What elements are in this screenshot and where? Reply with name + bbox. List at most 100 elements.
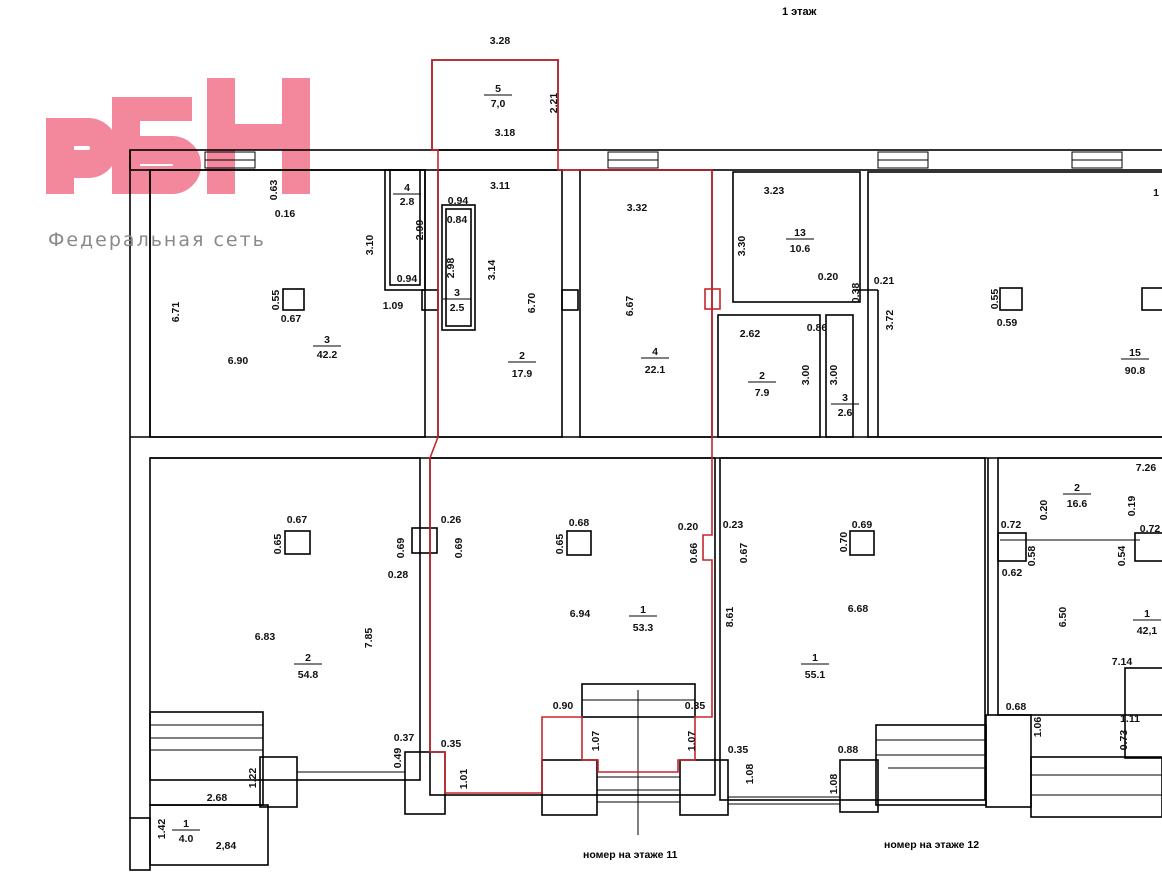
room-area: 7.9 <box>755 387 770 399</box>
dimension-label: 0.68 <box>1006 701 1027 713</box>
room-area: 90.8 <box>1125 365 1146 377</box>
dimension-label: 0.20 <box>678 521 699 533</box>
dimension-label: 3.72 <box>884 310 896 331</box>
dimension-label: 0.54 <box>1116 546 1128 567</box>
dimension-label: 1.06 <box>1032 717 1044 738</box>
room-number: 2 <box>1074 482 1080 494</box>
room-number: 3 <box>324 334 330 346</box>
dimension-label: 1.09 <box>383 300 404 312</box>
room-area: 2.6 <box>838 407 853 419</box>
dimension-label: 0.94 <box>448 195 469 207</box>
columns <box>282 287 1162 562</box>
dimension-label: 7.14 <box>1112 656 1133 668</box>
room-number: 2 <box>519 350 525 362</box>
room-area: 2.8 <box>400 196 415 208</box>
dimension-label: 2.68 <box>207 792 228 804</box>
dimension-label: 0.69 <box>453 538 465 559</box>
room-number: 1 <box>640 604 646 616</box>
dimension-label: 2.62 <box>740 328 761 340</box>
dimension-label: 0.58 <box>1026 546 1038 567</box>
dimension-label: 0.69 <box>395 538 407 559</box>
room-area: 22.1 <box>645 364 666 376</box>
dimension-label: 0.73 <box>1118 730 1130 751</box>
dimension-label: 6.50 <box>1057 607 1069 628</box>
room-number: 3 <box>842 392 848 404</box>
dimension-label: 0.65 <box>272 534 284 555</box>
dimension-label: 0.62 <box>1002 567 1023 579</box>
dimension-label: 0.35 <box>441 738 462 750</box>
dimension-label: 1.07 <box>686 731 698 752</box>
dimension-label: 0.55 <box>989 289 1001 310</box>
dimension-label: 1.08 <box>828 774 840 795</box>
room-area: 53.3 <box>633 622 654 634</box>
dimension-label: 6.90 <box>228 355 249 367</box>
dimension-label: 0.49 <box>392 748 404 769</box>
dimension-label: 1.07 <box>590 731 602 752</box>
dimension-label: 3.11 <box>490 180 510 192</box>
dimension-label: 0.90 <box>553 700 574 712</box>
room-area: 55.1 <box>805 669 826 681</box>
dimension-label: 3.32 <box>627 202 648 214</box>
dimension-label: 0.69 <box>852 519 873 531</box>
dimension-label: 7.85 <box>363 628 375 649</box>
highlighted-unit-outline <box>429 59 713 794</box>
dimension-label: 6.83 <box>255 631 276 643</box>
dimension-label: 7.26 <box>1136 462 1157 474</box>
dimension-label: 0.63 <box>268 180 280 201</box>
dimension-label: 2,84 <box>216 840 237 852</box>
dimension-label: 3.14 <box>486 260 498 281</box>
room-number: 2 <box>759 370 765 382</box>
dimension-label: 1.11 <box>1120 713 1140 725</box>
dimension-label: 3.28 <box>490 35 511 47</box>
dimension-label: 1.42 <box>156 819 168 840</box>
dimension-label: 0.21 <box>874 275 895 287</box>
dimension-label: 0.23 <box>723 519 744 531</box>
dimension-label: 3.00 <box>828 365 840 386</box>
logo-subtitle: Федеральная сеть <box>48 229 266 251</box>
dimension-label: 0.26 <box>441 514 462 526</box>
room-number: 2 <box>305 652 311 664</box>
dimension-label: 0.59 <box>997 317 1018 329</box>
floor-title: 1 этаж <box>782 6 817 18</box>
dimension-label: 1.01 <box>458 769 470 790</box>
dimension-label: 0.28 <box>388 569 409 581</box>
room-area: 2.5 <box>450 302 465 314</box>
dimension-label: 3.30 <box>736 236 748 257</box>
dimension-label: 0.16 <box>275 208 296 220</box>
logo-watermark <box>46 78 310 194</box>
dimension-label: 2.21 <box>548 93 560 114</box>
dimension-label: 1.22 <box>247 768 259 789</box>
room-area: 7,0 <box>491 98 506 110</box>
dimension-label: 0.19 <box>1126 496 1138 517</box>
dimension-label: 3.23 <box>764 185 785 197</box>
dimension-label: 0.38 <box>850 283 862 304</box>
caption-unit-11: номер на этаже 11 <box>583 849 678 861</box>
windows <box>204 151 1123 169</box>
highlighted-column <box>704 288 721 310</box>
dimension-label: 6.71 <box>170 302 182 323</box>
dimension-label: 0.65 <box>554 534 566 555</box>
room-number: 3 <box>454 287 460 299</box>
dimension-label: 0.70 <box>838 532 850 553</box>
dimension-label: 0.35 <box>685 700 706 712</box>
dimension-label: 0.72 <box>1001 519 1022 531</box>
room-number: 4 <box>652 346 658 358</box>
dimension-label: 0.55 <box>270 290 282 311</box>
dimension-label: 0.35 <box>728 744 749 756</box>
dimension-label: 2.98 <box>445 258 457 279</box>
dimension-label: 0.67 <box>287 514 308 526</box>
room-number: 5 <box>495 83 501 95</box>
dimension-label: 6.70 <box>526 293 538 314</box>
dimension-label: 0.86 <box>807 322 828 334</box>
dimension-label: 0.66 <box>688 543 700 564</box>
room-area: 42.2 <box>317 349 338 361</box>
dimension-label: 6.94 <box>570 608 591 620</box>
room-number: 13 <box>794 227 806 239</box>
dimension-label: 0.67 <box>738 543 750 564</box>
dimension-label: 0.37 <box>394 732 415 744</box>
dimension-label: 8.61 <box>724 607 736 628</box>
room-area: 54.8 <box>298 669 319 681</box>
dimension-label: 3.10 <box>364 235 376 256</box>
